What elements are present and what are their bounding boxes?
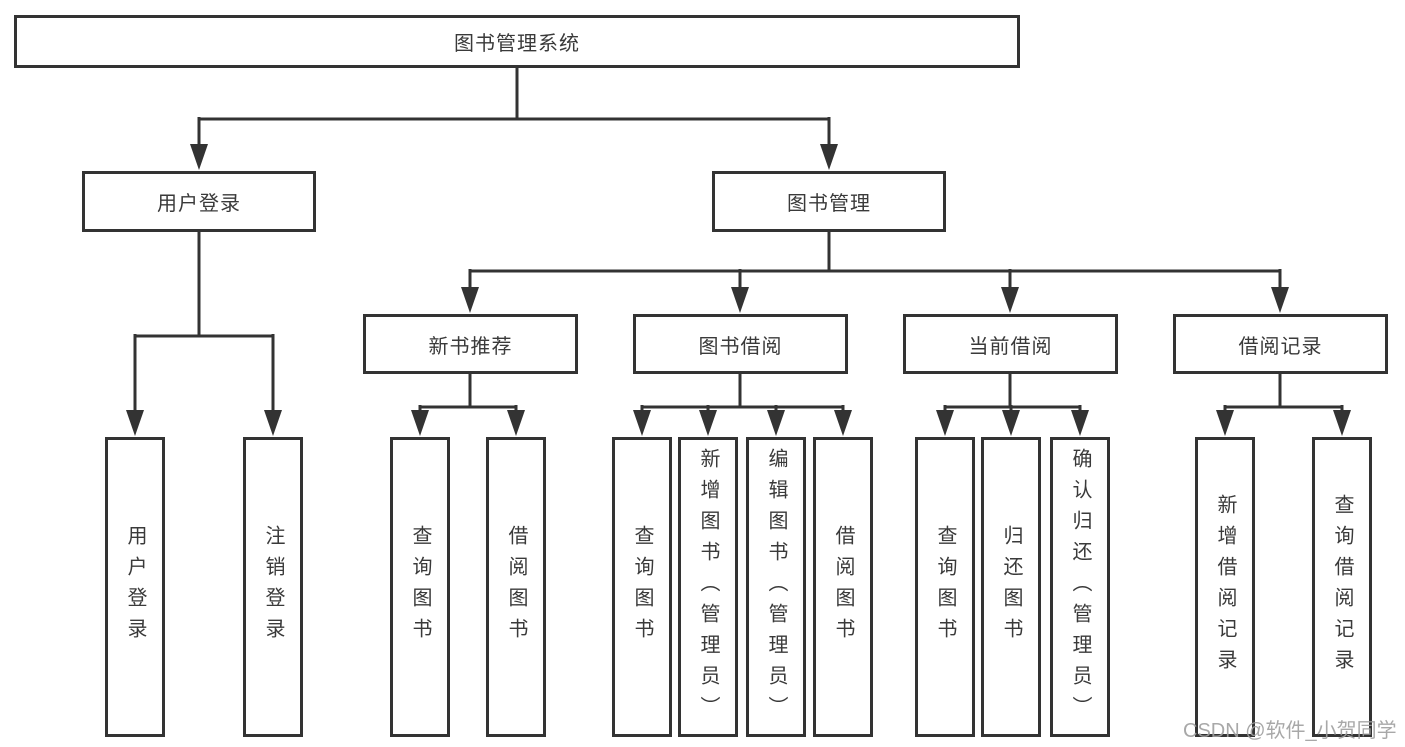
leaf-edit-books-admin: 编辑图书（管理员） bbox=[746, 437, 806, 737]
node-book-borrowing: 图书借阅 bbox=[633, 314, 848, 374]
node-current-borrowing: 当前借阅 bbox=[903, 314, 1118, 374]
connector-bookmgmt-drops bbox=[468, 269, 1282, 289]
leaf-label: 查询图书 bbox=[631, 525, 653, 649]
leaf-return-books: 归还图书 bbox=[981, 437, 1041, 737]
node-label: 图书管理 bbox=[787, 193, 871, 215]
arrowhead bbox=[1333, 410, 1351, 436]
node-label: 图书管理系统 bbox=[454, 33, 580, 55]
connector-records-rail bbox=[1225, 374, 1342, 409]
arrowhead bbox=[461, 287, 479, 313]
connector-bookmgmt-rail bbox=[470, 232, 1280, 273]
node-book-management: 图书管理 bbox=[712, 171, 946, 232]
leaf-label: 注销登录 bbox=[262, 525, 284, 649]
leaf-add-borrow-record: 新增借阅记录 bbox=[1195, 437, 1255, 737]
leaf-label: 查询图书 bbox=[409, 525, 431, 649]
arrowhead bbox=[411, 410, 429, 436]
leaf-label: 查询借阅记录 bbox=[1331, 494, 1353, 680]
node-label: 用户登录 bbox=[157, 193, 241, 215]
arrowhead bbox=[507, 410, 525, 436]
arrowhead bbox=[820, 144, 838, 170]
leaf-borrow-books-borrowing: 借阅图书 bbox=[813, 437, 873, 737]
arrowhead bbox=[1216, 410, 1234, 436]
leaf-query-books-recommend: 查询图书 bbox=[390, 437, 450, 737]
connector-userlogin-rail bbox=[135, 232, 273, 338]
arrowhead bbox=[1002, 410, 1020, 436]
leaf-user-login: 用户登录 bbox=[105, 437, 165, 737]
leaf-label: 查询图书 bbox=[934, 525, 956, 649]
node-label: 当前借阅 bbox=[968, 335, 1053, 358]
node-label: 新书推荐 bbox=[428, 335, 513, 358]
leaf-query-books-current: 查询图书 bbox=[915, 437, 975, 737]
arrowhead bbox=[936, 410, 954, 436]
arrowhead bbox=[1071, 410, 1089, 436]
node-new-book-recommendation: 新书推荐 bbox=[363, 314, 578, 374]
arrowhead bbox=[1001, 287, 1019, 313]
leaf-query-books-borrowing: 查询图书 bbox=[612, 437, 672, 737]
connector-borrowing-rail bbox=[642, 374, 843, 409]
leaf-label: 编辑图书（管理员） bbox=[765, 447, 787, 727]
leaf-label: 新增图书（管理员） bbox=[697, 447, 719, 727]
leaf-add-books-admin: 新增图书（管理员） bbox=[678, 437, 738, 737]
connector-root-drops bbox=[197, 117, 831, 146]
connector-current-rail bbox=[945, 374, 1080, 409]
leaf-query-borrow-record: 查询借阅记录 bbox=[1312, 437, 1372, 737]
node-label: 图书借阅 bbox=[698, 335, 783, 358]
leaf-label: 借阅图书 bbox=[505, 525, 527, 649]
leaf-label: 确认归还（管理员） bbox=[1069, 447, 1091, 727]
arrowhead bbox=[834, 410, 852, 436]
arrowhead bbox=[190, 144, 208, 170]
node-label: 借阅记录 bbox=[1238, 335, 1323, 358]
arrowhead bbox=[264, 410, 282, 436]
leaf-borrow-books-recommend: 借阅图书 bbox=[486, 437, 546, 737]
connector-newbook-rail bbox=[420, 374, 516, 409]
arrowhead bbox=[731, 287, 749, 313]
connector-borrowing-drops bbox=[640, 405, 845, 412]
leaf-label: 新增借阅记录 bbox=[1214, 494, 1236, 680]
leaf-logout: 注销登录 bbox=[243, 437, 303, 737]
arrowhead bbox=[126, 410, 144, 436]
leaf-label: 用户登录 bbox=[124, 525, 146, 649]
leaf-label: 归还图书 bbox=[1000, 525, 1022, 649]
connector-userlogin-drops bbox=[133, 334, 275, 412]
leaf-confirm-return-admin: 确认归还（管理员） bbox=[1050, 437, 1110, 737]
arrowhead bbox=[633, 410, 651, 436]
node-root: 图书管理系统 bbox=[14, 15, 1020, 68]
arrowhead bbox=[1271, 287, 1289, 313]
node-borrowing-records: 借阅记录 bbox=[1173, 314, 1388, 374]
connector-root-rail bbox=[199, 68, 829, 121]
node-user-login: 用户登录 bbox=[82, 171, 316, 232]
arrowhead bbox=[767, 410, 785, 436]
arrowhead bbox=[699, 410, 717, 436]
leaf-label: 借阅图书 bbox=[832, 525, 854, 649]
